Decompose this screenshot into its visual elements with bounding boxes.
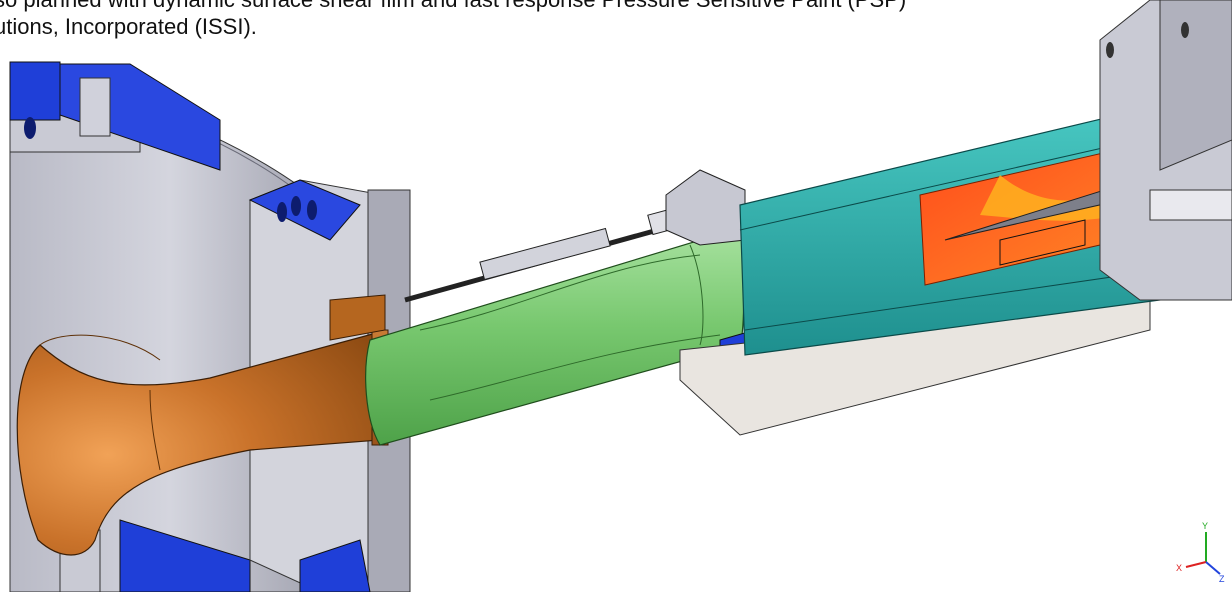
triad-label-x: X — [1176, 563, 1182, 573]
diffuser-flange — [1099, 0, 1232, 301]
triad-label-y: Y — [1202, 521, 1208, 531]
coordinate-triad: Y X Z — [1176, 521, 1225, 584]
triad-label-z: Z — [1219, 574, 1225, 584]
